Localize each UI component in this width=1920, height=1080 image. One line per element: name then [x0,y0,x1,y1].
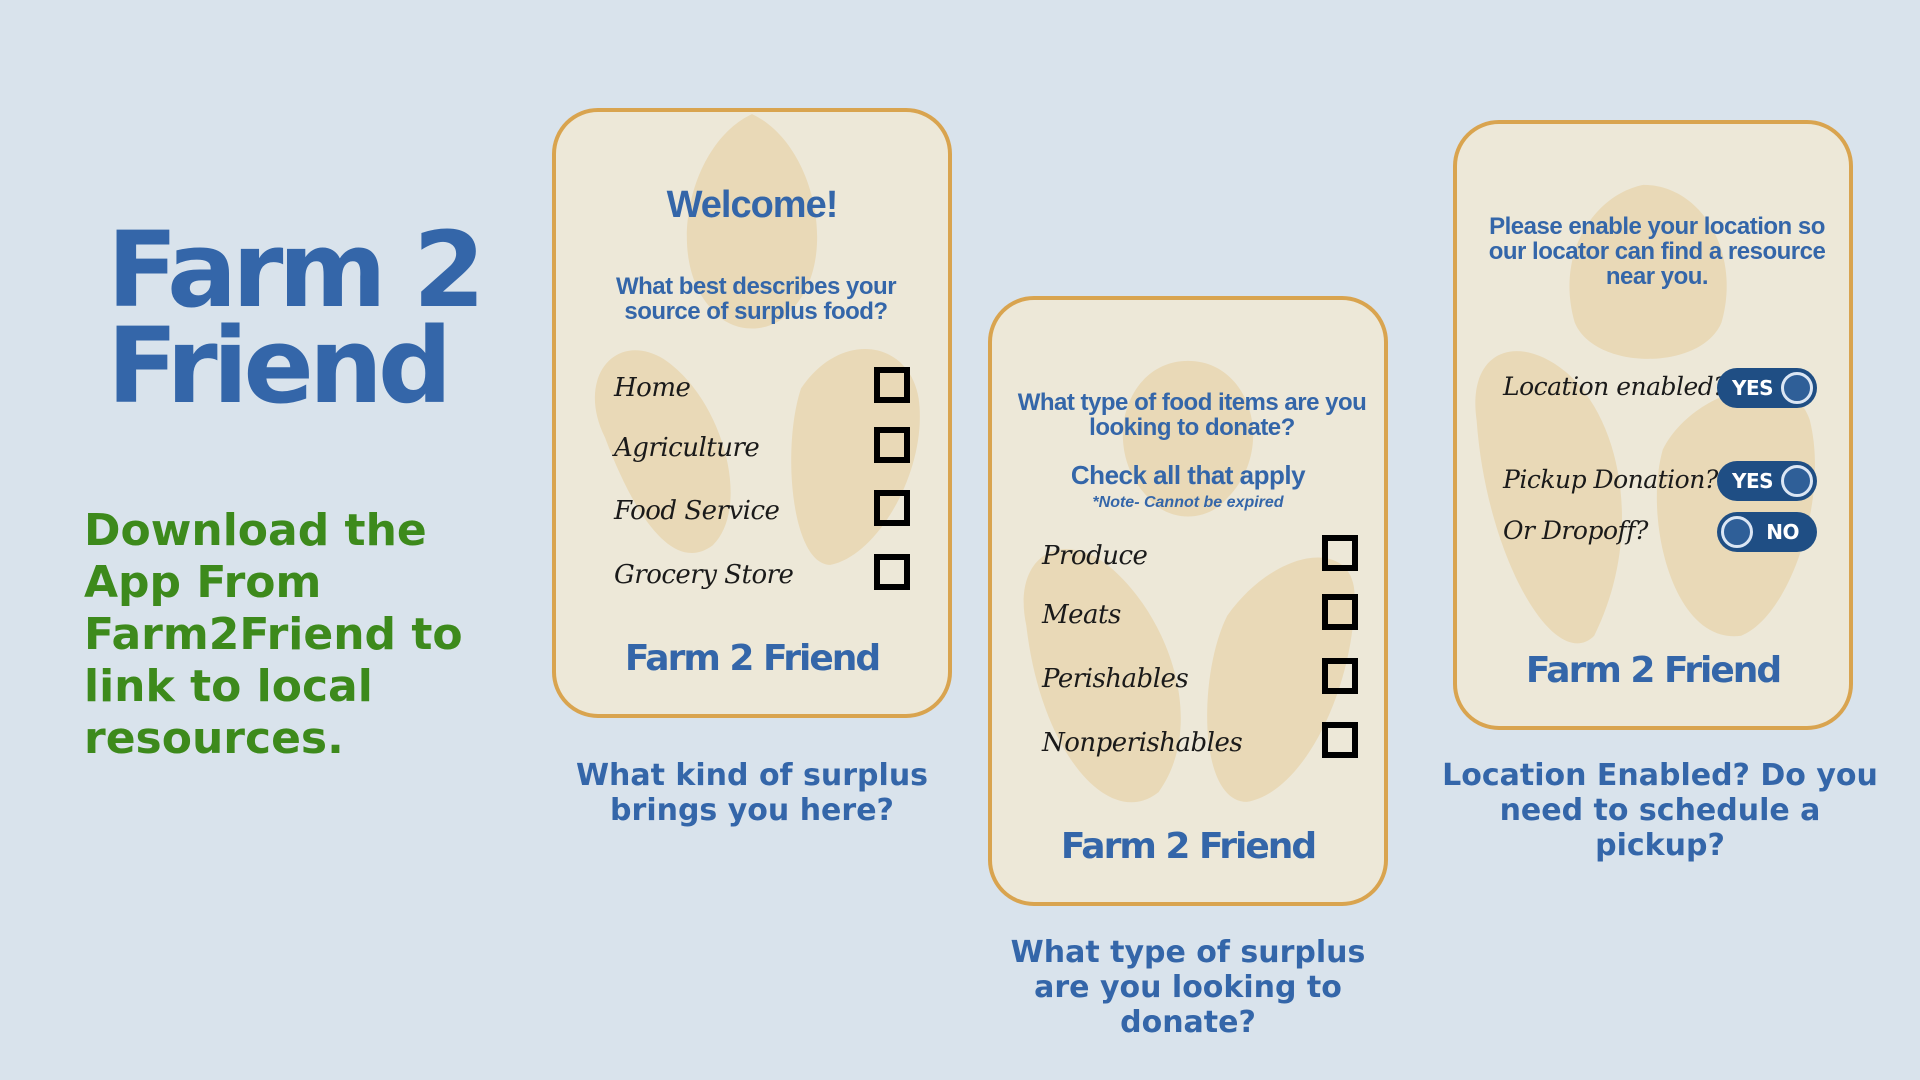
option-produce[interactable]: Produce [1042,533,1358,583]
dropoff-row: Or Dropoff? NO [1503,510,1817,554]
option-meats[interactable]: Meats [1042,592,1358,642]
toggle-knob [1781,465,1813,497]
meats-checkbox[interactable] [1322,594,1358,630]
dropoff-toggle[interactable]: NO [1717,512,1817,552]
toggle-state-text: YES [1732,469,1774,493]
location-question: Please enable your location so our locat… [1488,213,1826,290]
brand-title: Farm 2 Friend [107,209,485,427]
home-checkbox[interactable] [874,367,910,403]
option-food-service[interactable]: Food Service [614,488,914,538]
toggle-knob [1721,516,1753,548]
screen-1-caption: What kind of surplus brings you here? [575,758,929,828]
option-agriculture[interactable]: Agriculture [614,425,914,475]
food-service-checkbox[interactable] [874,490,910,526]
toggle-label: Location enabled? [1503,372,1727,401]
card-brand-logo: Farm 2 Friend [1060,826,1317,867]
toggle-state-text: YES [1732,376,1774,400]
screen-2-caption: What type of surplus are you looking to … [1010,935,1366,1040]
phone-screen-surplus-source: Welcome! What best describes your source… [552,108,952,718]
option-label: Home [614,373,691,403]
option-perishables[interactable]: Perishables [1042,656,1358,706]
screen-3-caption: Location Enabled? Do you need to schedul… [1442,758,1878,863]
location-enabled-row: Location enabled? YES [1503,366,1817,410]
option-label: Produce [1042,541,1148,571]
option-label: Nonperishables [1042,728,1243,758]
download-tagline: Download the App From Farm2Friend to lin… [84,505,463,764]
toggle-label: Pickup Donation? [1503,465,1718,494]
toggle-label: Or Dropoff? [1503,516,1648,545]
card-brand-logo: Farm 2 Friend [1525,650,1782,691]
nonperishables-checkbox[interactable] [1322,722,1358,758]
surplus-source-question: What best describes your source of surpl… [615,273,897,325]
pickup-donation-toggle[interactable]: YES [1717,461,1817,501]
toggle-knob [1781,372,1813,404]
option-home[interactable]: Home [614,365,914,415]
option-label: Perishables [1042,664,1189,694]
expiry-note: *Note- Cannot be expired [1092,494,1284,511]
agriculture-checkbox[interactable] [874,427,910,463]
grocery-store-checkbox[interactable] [874,554,910,590]
card-brand-logo: Farm 2 Friend [624,638,881,679]
phone-screen-food-type: What type of food items are you looking … [988,296,1388,906]
check-all-subheading: Check all that apply [1070,460,1306,490]
produce-checkbox[interactable] [1322,535,1358,571]
toggle-state-text: NO [1766,520,1799,544]
pickup-donation-row: Pickup Donation? YES [1503,459,1817,503]
brand-title-line-2: Friend [107,305,452,427]
option-label: Grocery Store [614,560,794,590]
food-type-question: What type of food items are you looking … [1017,389,1367,441]
option-label: Food Service [614,496,780,526]
option-label: Agriculture [614,433,760,463]
location-enabled-toggle[interactable]: YES [1717,368,1817,408]
welcome-heading: Welcome! [666,184,839,226]
option-grocery-store[interactable]: Grocery Store [614,552,914,602]
option-nonperishables[interactable]: Nonperishables [1042,720,1358,770]
brand-title-line-1: Farm 2 [107,209,485,331]
perishables-checkbox[interactable] [1322,658,1358,694]
phone-screen-location: Please enable your location so our locat… [1453,120,1853,730]
option-label: Meats [1042,600,1121,630]
